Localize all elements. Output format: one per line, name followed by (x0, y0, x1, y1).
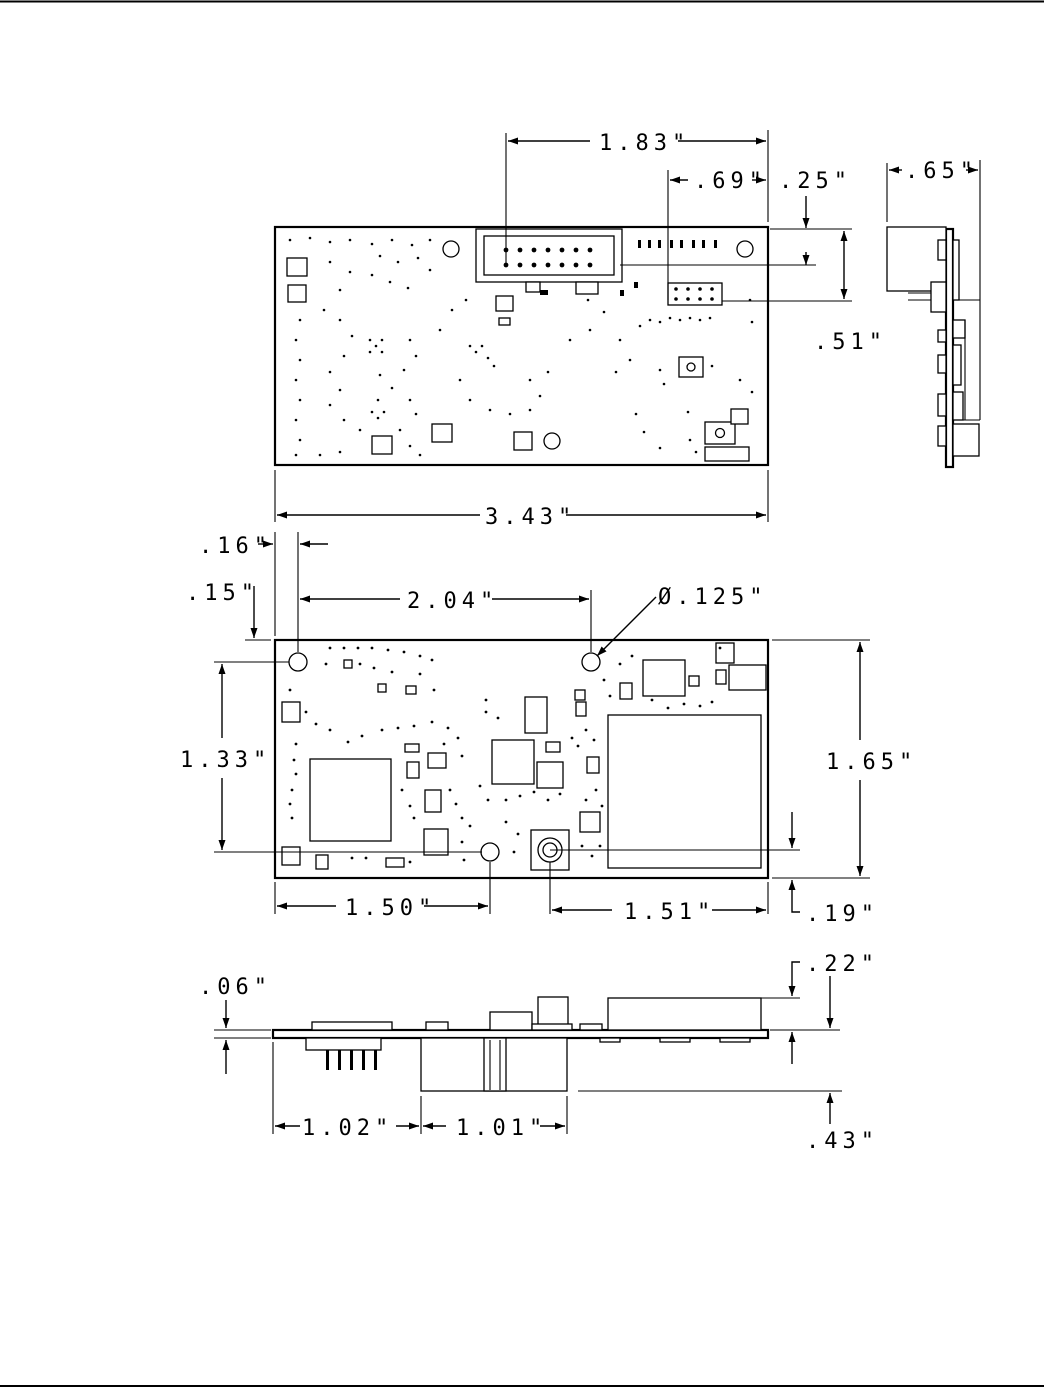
side-view (887, 227, 980, 467)
dim-label-0-16: .16" (199, 534, 272, 559)
side-view-board (946, 229, 953, 467)
dim-label-0-15: .15" (186, 581, 259, 606)
dim-label-0-19: .19" (806, 902, 879, 927)
dim-label-0-06: .06" (199, 975, 272, 1000)
dim-label-1-33: 1.33" (180, 748, 271, 773)
dim-label-1-51: 1.51" (624, 900, 715, 925)
edge-view (273, 997, 768, 1091)
bottom-view-hole-bottom (481, 843, 499, 861)
edge-view-board (273, 1030, 768, 1038)
dim-label-3-43: 3.43" (485, 505, 576, 530)
top-view-hole-right (737, 241, 753, 257)
dim-label-1-02: 1.02" (302, 1116, 393, 1141)
dim-label-diameter: Ø.125" (658, 585, 767, 610)
dim-label-1-50: 1.50" (345, 896, 436, 921)
dim-label-1-83: 1.83" (599, 131, 690, 156)
dim-label-0-22: .22" (806, 952, 879, 977)
dim-label-0-25: .25" (779, 169, 852, 194)
dim-label-1-65: 1.65" (826, 750, 917, 775)
bottom-view-hole-top-left (289, 653, 307, 671)
dim-label-1-01: 1.01" (456, 1116, 547, 1141)
top-view-hole-left (443, 241, 459, 257)
dim-label-0-43: .43" (806, 1129, 879, 1154)
top-view-hole-bottom (544, 433, 560, 449)
dim-label-0-51: .51" (814, 330, 887, 355)
dim-label-0-65: .65" (905, 159, 978, 184)
dim-label-0-69: .69" (694, 169, 767, 194)
bottom-view-large-module (608, 715, 761, 868)
dim-label-2-04: 2.04" (407, 589, 498, 614)
top-view (275, 227, 768, 465)
top-view-small-header (668, 283, 722, 305)
bottom-view (275, 640, 768, 878)
